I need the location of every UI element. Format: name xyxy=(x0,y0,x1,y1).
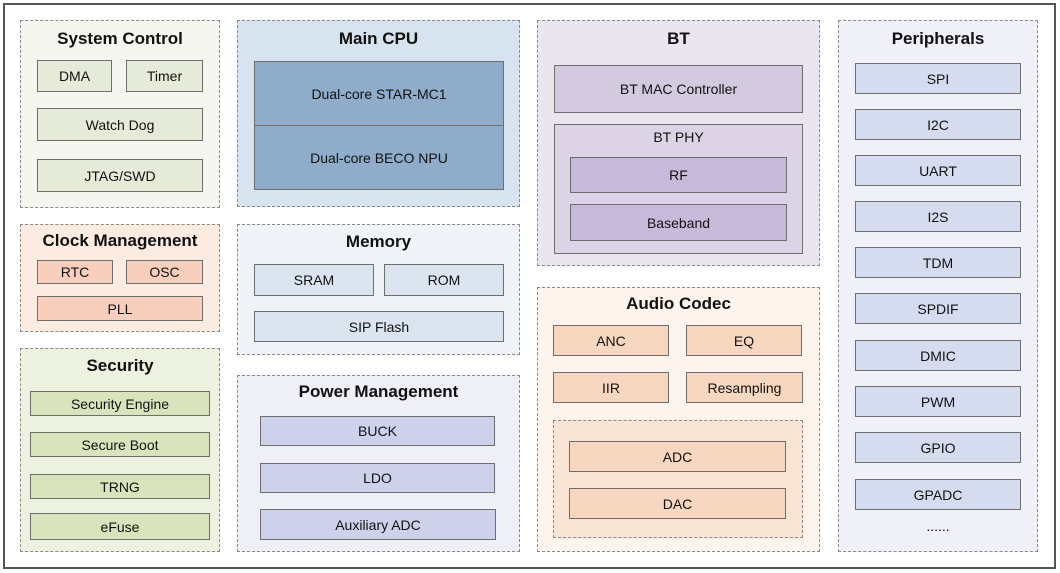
block-jtag-swd: JTAG/SWD xyxy=(37,159,203,192)
block-rtc: RTC xyxy=(37,260,113,284)
block-osc: OSC xyxy=(126,260,203,284)
block-sip-flash: SIP Flash xyxy=(254,311,504,342)
block-dual-core-beco-npu: Dual-core BECO NPU xyxy=(254,125,504,190)
group-title: Power Management xyxy=(298,382,459,401)
block-spdif: SPDIF xyxy=(855,293,1021,324)
block-baseband: Baseband xyxy=(570,204,787,241)
block-security-engine: Security Engine xyxy=(30,391,210,416)
block-sram: SRAM xyxy=(254,264,374,296)
group-peripherals: Peripherals xyxy=(838,20,1038,552)
block-ldo: LDO xyxy=(260,463,495,493)
block-uart: UART xyxy=(855,155,1021,186)
block-secure-boot: Secure Boot xyxy=(30,432,210,457)
block-watch-dog: Watch Dog xyxy=(37,108,203,141)
block-dual-core-star-mc1: Dual-core STAR-MC1 xyxy=(254,61,504,127)
group-title: Security xyxy=(86,356,154,375)
block-eq: EQ xyxy=(686,325,802,356)
block-adc: ADC xyxy=(569,441,786,472)
group-converters xyxy=(553,420,803,538)
chip-outline xyxy=(3,3,1056,569)
block-i2c: I2C xyxy=(855,109,1021,140)
group-title: System Control xyxy=(57,29,183,48)
block-bt-mac-controller: BT MAC Controller xyxy=(554,65,803,113)
block-dmic: DMIC xyxy=(855,340,1021,371)
group-title: Main CPU xyxy=(338,29,419,48)
block-auxiliary-adc: Auxiliary ADC xyxy=(260,509,496,540)
block-efuse: eFuse xyxy=(30,513,210,540)
block-dma: DMA xyxy=(37,60,112,92)
block-pwm: PWM xyxy=(855,386,1021,417)
group-title: Audio Codec xyxy=(626,294,731,313)
block-gpadc: GPADC xyxy=(855,479,1021,510)
block-pll: PLL xyxy=(37,296,203,321)
block-trng: TRNG xyxy=(30,474,210,499)
block-tdm: TDM xyxy=(855,247,1021,278)
block-resampling: Resampling xyxy=(686,372,803,403)
block-buck: BUCK xyxy=(260,416,495,446)
block-rom: ROM xyxy=(384,264,504,296)
group-title: Memory xyxy=(345,232,412,251)
block-dac: DAC xyxy=(569,488,786,519)
group-title: BT xyxy=(667,29,690,48)
subgroup-title: BT PHY xyxy=(653,129,704,145)
block-i2s: I2S xyxy=(855,201,1021,232)
block-anc: ANC xyxy=(553,325,669,356)
group-title: Peripherals xyxy=(891,29,985,48)
more-peripherals-ellipsis: ...... xyxy=(926,518,950,534)
block-spi: SPI xyxy=(855,63,1021,94)
group-title: Clock Management xyxy=(42,231,198,250)
block-timer: Timer xyxy=(126,60,203,92)
block-gpio: GPIO xyxy=(855,432,1021,463)
block-iir: IIR xyxy=(553,372,669,403)
block-rf: RF xyxy=(570,157,787,193)
